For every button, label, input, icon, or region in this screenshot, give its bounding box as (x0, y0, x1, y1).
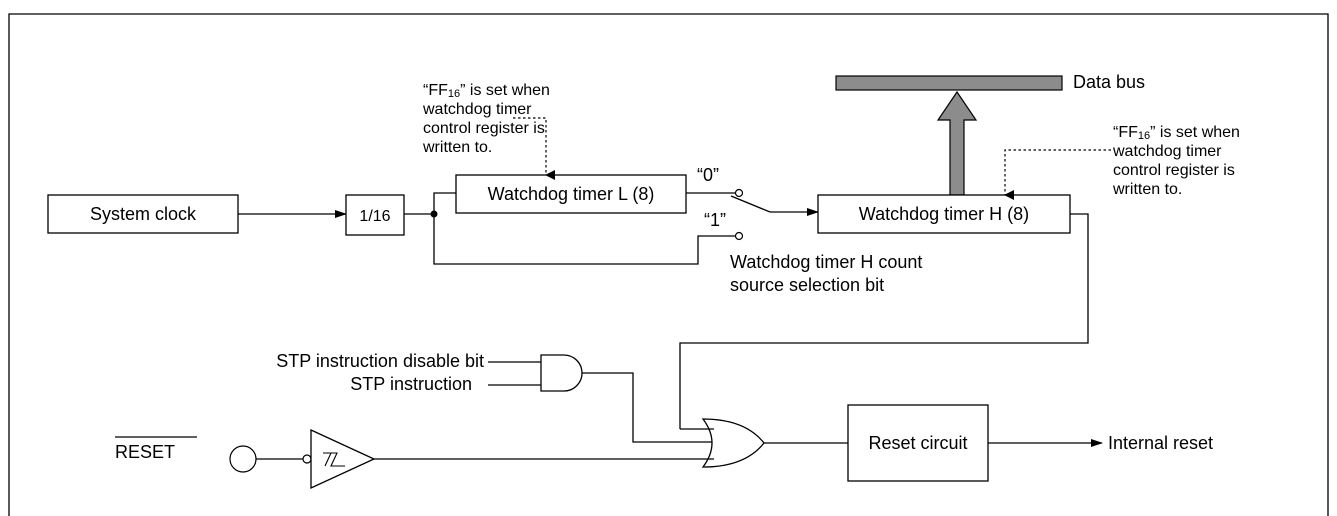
bypass-line (433, 214, 736, 265)
and-to-or-line (582, 372, 720, 443)
switch-label-0: “0” (697, 165, 719, 185)
stp-disable-label: STP instruction disable bit (276, 351, 484, 371)
wdt-l-label: Watchdog timer L (8) (488, 184, 655, 204)
divider-label: 1/16 (359, 208, 390, 225)
reset-circuit-box (847, 404, 989, 482)
line-to-wdt-l (433, 192, 456, 214)
reset-pin-label: RESET (115, 442, 175, 462)
data-bus-bar (835, 75, 1063, 91)
wdt-h-label: Watchdog timer H (8) (859, 204, 1029, 224)
reset-pin-icon (229, 445, 257, 473)
note-h-line2: watchdog timer (1112, 143, 1222, 160)
wdt-h-to-or-line (679, 213, 1089, 429)
note-l-line1: “FF16” is set when (423, 82, 550, 100)
and-gate (540, 354, 583, 392)
stp-instruction-label: STP instruction (350, 374, 472, 394)
note-h-line1: “FF16” is set when (1113, 124, 1240, 142)
wdt-l-box (455, 174, 687, 214)
divider-box (345, 194, 405, 236)
note-l-line3: control register is (423, 120, 545, 137)
schmitt-trigger-icon (323, 452, 345, 467)
switch-lever (730, 195, 771, 213)
bus-arrow (936, 90, 978, 196)
switch-contact-0 (734, 188, 744, 198)
note-l-line4: written to. (422, 139, 492, 156)
count-source-label-line2: source selection bit (730, 275, 884, 295)
diagram-frame (8, 13, 1329, 516)
system-clock-label: System clock (90, 204, 197, 224)
or-gate (701, 418, 765, 468)
inverter-bubble (302, 454, 312, 464)
schmitt-buffer (310, 428, 376, 490)
note-l-dashed-arrow (513, 117, 555, 180)
switch-label-1: “1” (704, 210, 726, 230)
count-source-label-line1: Watchdog timer H count (730, 252, 922, 272)
note-h-line4: written to. (1112, 181, 1182, 198)
data-bus-label: Data bus (1073, 72, 1145, 92)
reset-circuit-label: Reset circuit (868, 433, 967, 453)
note-l-line2: watchdog timer (422, 101, 532, 118)
note-h-dashed-arrow (1004, 149, 1111, 200)
internal-reset-label: Internal reset (1108, 433, 1213, 453)
switch-contact-1 (734, 231, 744, 241)
note-h-line3: control register is (1113, 162, 1235, 179)
